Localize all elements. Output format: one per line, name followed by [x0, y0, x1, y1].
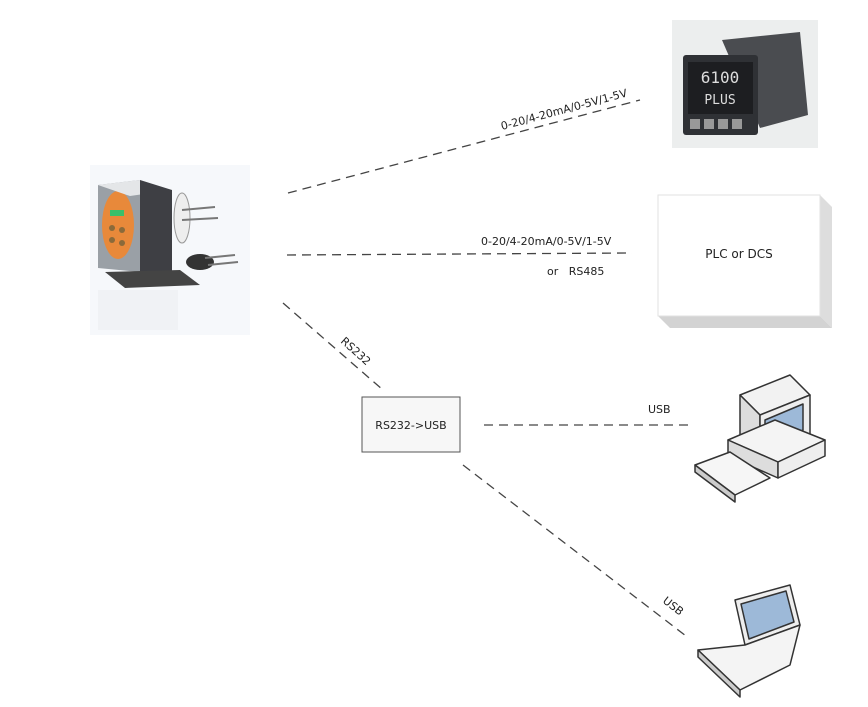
- sensor-device-image: [90, 165, 250, 335]
- link-to-laptop-label: USB: [660, 594, 686, 618]
- laptop-icon: [697, 584, 801, 698]
- controller-display-line1: 6100: [701, 68, 740, 87]
- converter-box: RS232->USB: [361, 396, 461, 453]
- link-to-converter: [282, 302, 384, 391]
- desktop-computer-icon: [694, 374, 826, 503]
- link-to-converter-label: RS232: [338, 335, 373, 368]
- link-to-controller: [287, 99, 641, 194]
- link-to-plc-label: 0-20/4-20mA/0-5V/1-5V: [481, 235, 612, 248]
- link-to-plc: [286, 252, 633, 256]
- link-to-laptop: [462, 464, 687, 637]
- controller-device-image: 6100 PLUS: [672, 20, 818, 148]
- plc-box: PLC or DCS: [657, 194, 832, 328]
- link-to-desktop-label: USB: [648, 403, 671, 416]
- converter-label: RS232->USB: [375, 419, 446, 432]
- plc-label: PLC or DCS: [705, 247, 772, 261]
- link-to-plc-alt-label: or RS485: [547, 265, 604, 278]
- controller-display-line2: PLUS: [704, 93, 735, 108]
- link-to-controller-label: 0-20/4-20mA/0-5V/1-5V: [499, 87, 629, 133]
